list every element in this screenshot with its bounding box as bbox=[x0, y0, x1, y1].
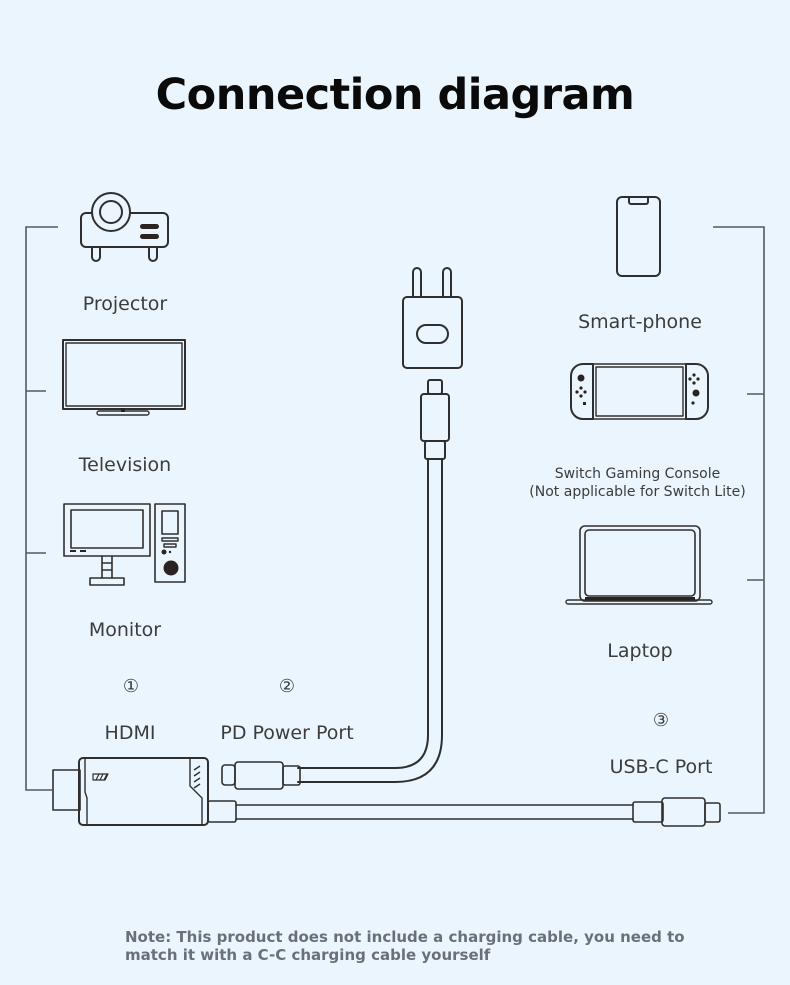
laptop-label: Laptop bbox=[607, 640, 673, 662]
projector-icon bbox=[80, 192, 169, 262]
television-icon bbox=[62, 339, 186, 416]
right-bracket bbox=[713, 226, 765, 814]
usb-c-cable bbox=[207, 797, 721, 827]
monitor-label: Monitor bbox=[88, 619, 162, 641]
switch-console-label-line1: Switch Gaming Console bbox=[554, 466, 721, 482]
smartphone-icon bbox=[616, 196, 661, 277]
port-number-3: ③ bbox=[652, 710, 670, 731]
desktop-monitor-icon bbox=[63, 503, 186, 586]
note-text: Note: This product does not include a ch… bbox=[125, 928, 685, 964]
hdmi-port-label: HDMI bbox=[104, 722, 156, 744]
projector-label: Projector bbox=[82, 293, 168, 315]
hdmi-adapter-icon bbox=[52, 757, 209, 826]
laptop-icon bbox=[565, 525, 713, 605]
page-title: Connection diagram bbox=[155, 70, 635, 120]
switch-console-label: Switch Gaming Console (Not applicable fo… bbox=[520, 465, 755, 501]
port-number-1: ① bbox=[122, 676, 140, 697]
television-label: Television bbox=[78, 454, 172, 476]
pd-port-connector bbox=[221, 761, 301, 790]
left-bracket bbox=[25, 226, 58, 791]
game-console-icon bbox=[570, 363, 709, 420]
port-number-2: ② bbox=[278, 676, 296, 697]
power-adapter-icon bbox=[402, 267, 463, 369]
switch-console-label-line2: (Not applicable for Switch Lite) bbox=[529, 484, 746, 500]
charger-cable bbox=[297, 379, 450, 783]
pd-power-port-label: PD Power Port bbox=[220, 722, 354, 744]
smartphone-label: Smart-phone bbox=[578, 311, 702, 333]
usb-c-port-label: USB-C Port bbox=[609, 756, 713, 778]
